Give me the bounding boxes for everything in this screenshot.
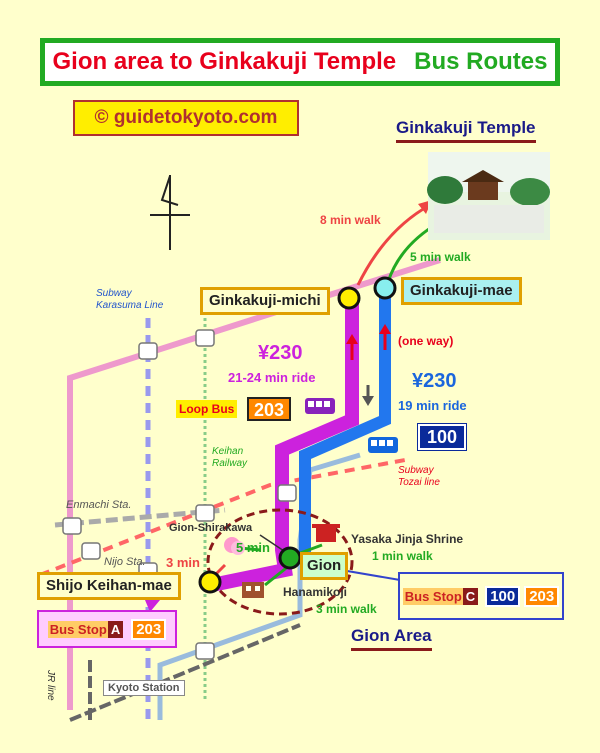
hanamikoji-label: Hanamikoji — [283, 585, 348, 599]
jr-line — [69, 623, 301, 722]
title-main: Gion area to Ginkakuji Temple — [52, 48, 397, 75]
hanamikoji-icon — [242, 582, 264, 598]
ginkakuji-michi-label: Ginkakuji-michi — [200, 287, 330, 315]
walk-8min: 8 min walk — [320, 213, 381, 227]
tozai-line-label-2: Tozai line — [398, 477, 440, 488]
ginkakuji-photo — [427, 152, 550, 240]
tozai-line — [39, 458, 406, 577]
bus-stop-a-route: 203 — [131, 618, 167, 640]
yasaka-walk: 1 min walk — [372, 549, 433, 563]
shijo-stop-icon — [198, 570, 222, 594]
yasaka-label: Yasaka Jinja Shrine — [351, 532, 464, 546]
ginkakuji-mae-label: Ginkakuji-mae — [401, 277, 522, 305]
walk-3min-shijo: 3 min — [166, 555, 200, 570]
walk-5min-shirakawa: 5 min — [236, 540, 270, 555]
route100-fare: ¥230 — [412, 370, 457, 392]
karasuma-line-label: Subway Karasuma Line — [96, 288, 163, 312]
jr-line-label: JR line — [45, 670, 56, 701]
tozai-line-label: Subway Tozai line — [398, 465, 440, 489]
bus-stop-c-route-203: 203 — [524, 585, 560, 607]
keihan-line-label-2: Railway — [212, 458, 248, 469]
loop-bus-number: 203 — [247, 397, 291, 421]
gion-area-circle — [206, 508, 354, 616]
ginkakuji-michi-stop-icon — [337, 286, 361, 310]
hanamikoji-walk: 3 min walk — [316, 602, 377, 616]
gion-area-label: Gion Area — [351, 626, 432, 651]
copyright-badge: © guidetokyoto.com — [73, 100, 299, 136]
title-sub: Bus Routes — [414, 48, 548, 75]
gion-shirakawa-label: Gion-Shirakawa — [169, 522, 253, 534]
shrine-icon — [312, 524, 340, 542]
title-banner: Gion area to Ginkakuji Temple Bus Routes — [40, 38, 560, 86]
walk-5min: 5 min walk — [410, 250, 471, 264]
bus-stop-c-route-100: 100 — [485, 585, 521, 607]
route-100-path — [299, 290, 391, 560]
ginkakuji-temple-label: Ginkakuji Temple — [396, 118, 536, 143]
gion-label: Gion — [300, 552, 349, 580]
gion-stop-icon — [278, 546, 302, 570]
enmachi-station-label: Enmachi Sta. — [66, 499, 132, 511]
bus-stop-c-label: Bus Stop — [402, 587, 464, 605]
bus-icon — [305, 398, 398, 453]
tozai-line-label-1: Subway — [398, 465, 434, 476]
route100-ride-time: 19 min ride — [398, 398, 467, 413]
bus-stop-c-callout: Bus Stop C 100 203 — [398, 572, 564, 620]
north-arrow-icon — [150, 175, 190, 250]
shirakawa-icon — [224, 537, 245, 555]
karasuma-line-label-2: Karasuma Line — [96, 300, 164, 311]
bus-stop-a-callout: Bus Stop A 203 — [37, 610, 177, 648]
keihan-line-label-1: Keihan — [212, 446, 244, 457]
karasuma-line-label-1: Subway — [96, 288, 132, 299]
bus-stop-c-letter: C — [462, 587, 479, 605]
ginkakuji-mae-stop-icon — [373, 276, 397, 300]
loop-bus-label: Loop Bus — [176, 400, 238, 418]
loop-ride-time: 21-24 min ride — [228, 370, 316, 385]
loop-fare: ¥230 — [258, 342, 303, 364]
bus-stop-a-letter: A — [107, 620, 124, 638]
kyoto-station-label: Kyoto Station — [103, 680, 185, 696]
nijo-station-label: Nijo Sta. — [104, 556, 146, 568]
bus-stop-a-label: Bus Stop — [47, 620, 109, 638]
one-way-label: (one way) — [398, 334, 454, 348]
route100-number: 100 — [417, 423, 467, 451]
shijo-keihan-mae-label: Shijo Keihan-mae — [37, 572, 181, 600]
keihan-line-label: Keihan Railway — [212, 446, 247, 470]
